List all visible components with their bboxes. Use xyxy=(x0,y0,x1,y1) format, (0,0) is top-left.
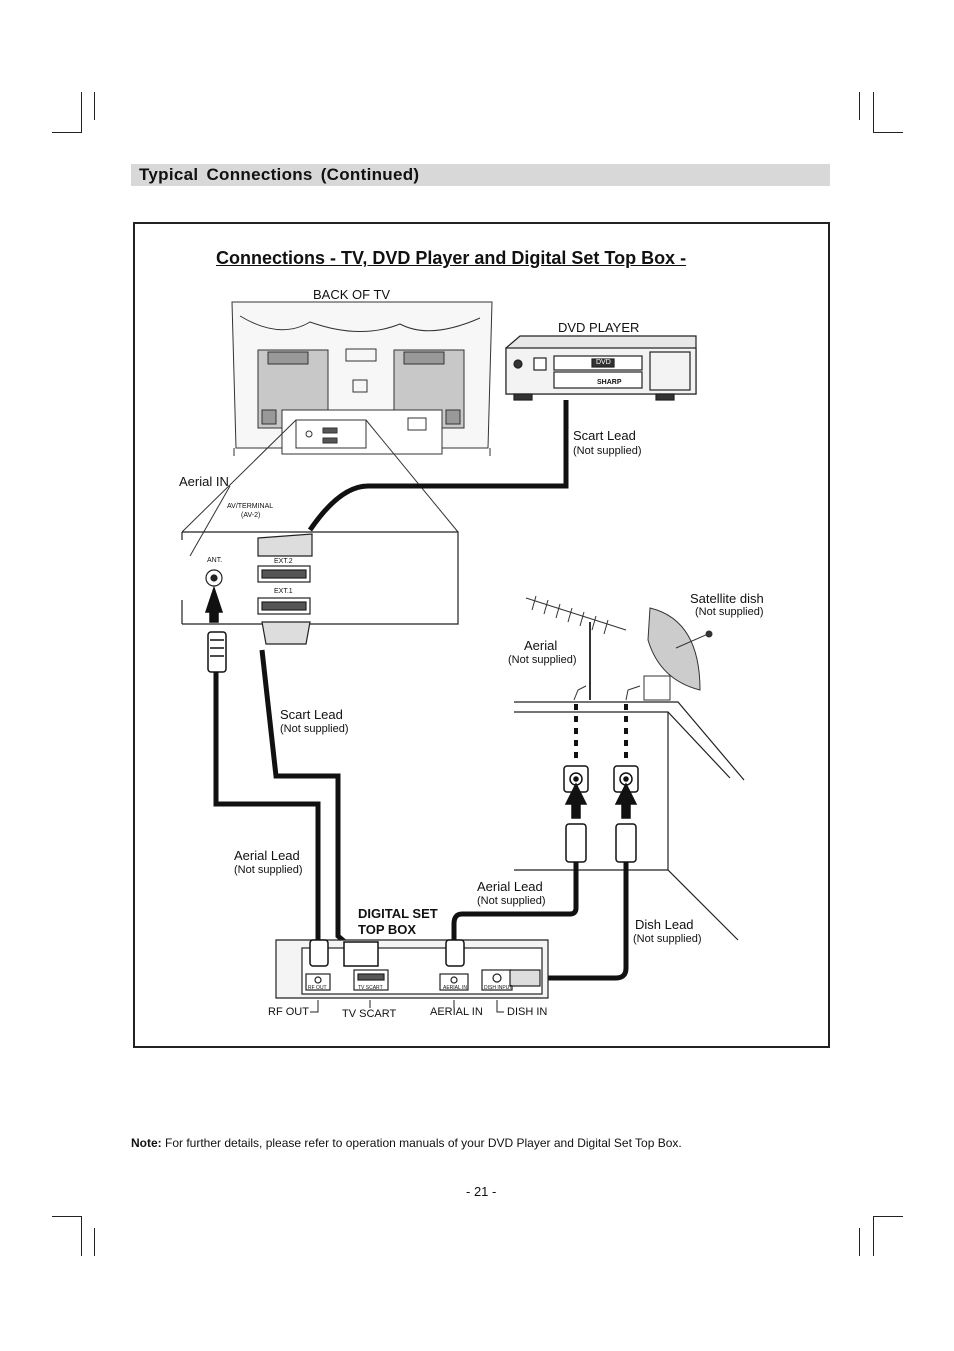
scart-lead-left-note: (Not supplied) xyxy=(280,723,349,735)
diagram-frame xyxy=(133,222,830,1048)
dvd-player-illustration xyxy=(505,335,697,401)
tv-scart-label: TV SCART xyxy=(342,1008,397,1020)
scart-lead-top-label: Scart Lead xyxy=(573,428,636,443)
rf-out-label: RF OUT xyxy=(268,1006,309,1018)
aerial-lead-mid-note: (Not supplied) xyxy=(477,895,546,907)
dish-lead-cable xyxy=(540,862,629,981)
note-line: Note: For further details, please refer … xyxy=(131,1136,682,1150)
aerial-in-label: Aerial IN xyxy=(179,474,229,489)
dish-input-small-label: DISH INPUT xyxy=(484,985,513,991)
dvd-brand: SHARP xyxy=(597,379,622,386)
satellite-dish-note: (Not supplied) xyxy=(695,606,764,618)
aerial-in-small-label: AERIAL IN xyxy=(443,985,467,991)
scart-lead-left-label: Scart Lead xyxy=(280,707,343,722)
aerial-in-stb-label: AERIAL IN xyxy=(430,1006,483,1018)
tv-panel-zoom-lines xyxy=(181,419,459,557)
aerial-lead-left-note: (Not supplied) xyxy=(234,864,303,876)
dashed-cables xyxy=(574,704,628,764)
note-label: Note: xyxy=(131,1136,162,1150)
top-box-label: TOP BOX xyxy=(358,922,417,937)
aerial-lead-left-label: Aerial Lead xyxy=(234,848,300,863)
rf-out-small-label: RF OUT xyxy=(308,985,327,991)
dvd-player-label: DVD PLAYER xyxy=(558,320,640,335)
tv-scart-small-label: TV SCART xyxy=(358,985,383,991)
set-top-box-plugs xyxy=(309,939,465,967)
dvd-logo: DVD xyxy=(596,359,611,366)
tv-back-illustration xyxy=(231,301,493,456)
ext2-label: EXT.2 xyxy=(274,558,293,565)
aerial-lead-left-cable xyxy=(213,672,321,946)
scart-lead-left-cable xyxy=(259,649,354,950)
satellite-dish-illustration xyxy=(625,607,713,701)
av2-label: (AV-2) xyxy=(241,512,261,519)
digital-set-top-box xyxy=(275,939,549,999)
aerial-and-dish-plugs xyxy=(564,782,638,863)
aerial-lead-mid-cable xyxy=(451,862,579,946)
dish-lead-note: (Not supplied) xyxy=(633,933,702,945)
section-title: Typical Connections (Continued) xyxy=(139,165,420,184)
scart-lead-top-note: (Not supplied) xyxy=(573,445,642,457)
tv-terminal-panel xyxy=(181,531,459,645)
page-number: - 21 - xyxy=(466,1184,497,1199)
building-outline xyxy=(514,701,745,941)
av-terminal-label: AV/TERMINAL xyxy=(227,503,274,510)
ant-label: ANT. xyxy=(207,557,223,564)
aerial-note: (Not supplied) xyxy=(508,654,577,666)
aerial-antenna-illustration xyxy=(525,595,627,701)
diagram-title: Connections - TV, DVD Player and Digital… xyxy=(216,248,687,268)
satellite-dish-label: Satellite dish xyxy=(690,591,764,606)
aerial-label: Aerial xyxy=(524,638,558,653)
ext1-label: EXT.1 xyxy=(274,588,293,595)
section-header-bar xyxy=(131,164,830,186)
digital-set-label: DIGITAL SET xyxy=(358,906,438,921)
aerial-lead-mid-label: Aerial Lead xyxy=(477,879,543,894)
note-text: For further details, please refer to ope… xyxy=(161,1136,682,1150)
scart-lead-dvd-cable xyxy=(307,400,569,532)
dish-lead-label: Dish Lead xyxy=(635,917,694,932)
dish-in-label: DISH IN xyxy=(507,1006,548,1018)
aerial-in-plug xyxy=(204,585,227,673)
back-of-tv-label: BACK OF TV xyxy=(313,287,391,302)
wall-sockets xyxy=(563,765,639,793)
label-leader-lines xyxy=(310,1000,504,1013)
